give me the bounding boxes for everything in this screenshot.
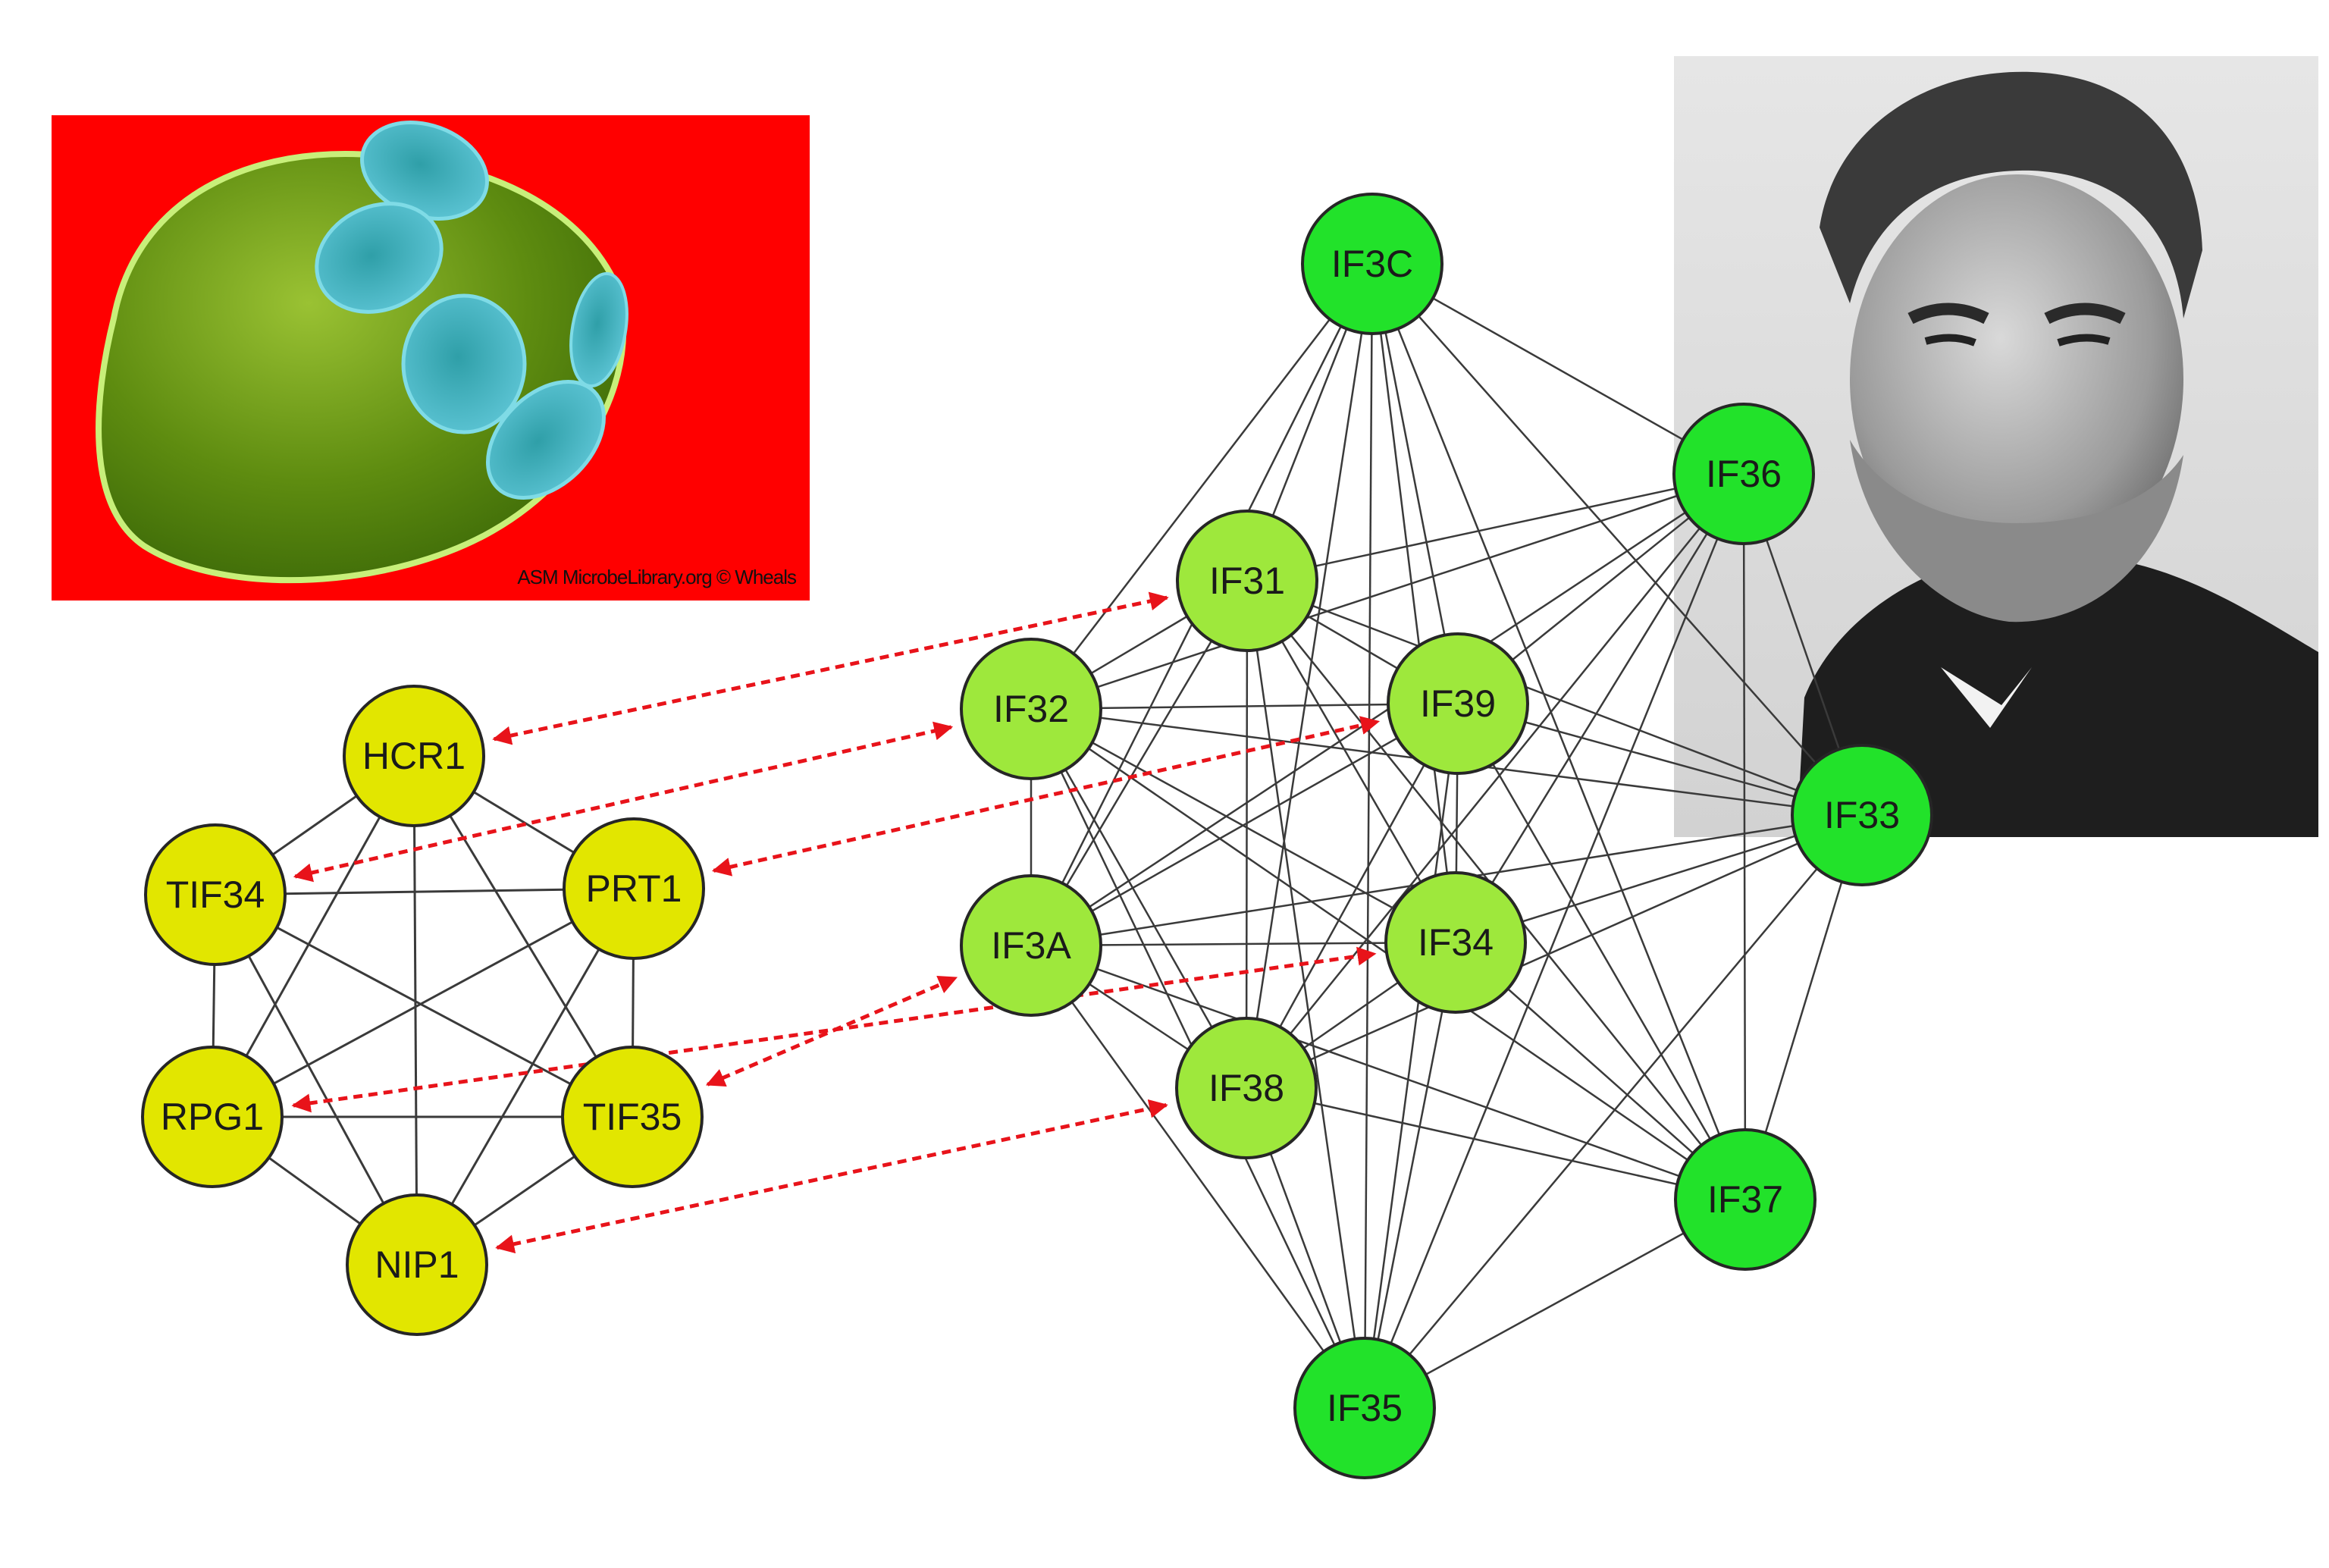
node-circle <box>1301 193 1443 335</box>
node-nip1: NIP1 <box>346 1193 488 1336</box>
node-prt1: PRT1 <box>563 817 705 960</box>
node-circle <box>346 1193 488 1336</box>
ortholog-arrow <box>711 716 1381 877</box>
node-label: PRT1 <box>586 867 682 910</box>
node-circle <box>1175 1017 1318 1159</box>
node-if3c: IF3C <box>1301 193 1443 335</box>
network-edge <box>1245 580 1249 1089</box>
node-tif34: TIF34 <box>144 823 287 966</box>
portrait-coat <box>1797 561 2318 837</box>
ortholog-arrow <box>492 591 1169 745</box>
network-edge <box>1371 263 1459 704</box>
node-label: IF34 <box>1418 921 1494 964</box>
node-circle <box>563 817 705 960</box>
node-label: RPG1 <box>161 1096 264 1138</box>
network-edge <box>1030 944 1746 1201</box>
network-edge <box>1246 814 1863 1090</box>
node-circle <box>343 685 485 827</box>
network-edge <box>1456 703 1747 1200</box>
node-label: NIP1 <box>375 1243 459 1286</box>
yeast-bud <box>315 202 444 314</box>
node-label: IF3A <box>991 924 1071 967</box>
node-label: IF38 <box>1208 1067 1284 1109</box>
node-circle <box>1791 744 1933 886</box>
node-label: IF3C <box>1331 243 1413 285</box>
node-label: IF37 <box>1707 1178 1783 1221</box>
yeast-bud <box>401 293 527 434</box>
node-circle <box>1674 1128 1816 1271</box>
yeast-bud <box>569 271 628 388</box>
node-hcr1: HCR1 <box>343 685 485 827</box>
node-label: IF31 <box>1209 560 1285 602</box>
portrait-eyebrows <box>1907 303 2126 325</box>
network-edge <box>1030 472 1744 710</box>
node-label: IF36 <box>1706 453 1782 495</box>
node-circle <box>960 874 1102 1017</box>
portrait-collar <box>1941 667 2032 728</box>
node-tif35: TIF35 <box>561 1046 704 1188</box>
node-if35: IF35 <box>1293 1337 1436 1479</box>
network-edge <box>1246 579 1863 817</box>
node-circle <box>144 823 287 966</box>
network-edge <box>1363 263 1374 1409</box>
network-edge <box>1364 814 1863 1409</box>
network-edge <box>1742 473 1747 1200</box>
node-if36: IF36 <box>1672 403 1815 545</box>
node-label: IF39 <box>1420 682 1496 725</box>
node-if3a: IF3A <box>960 874 1102 1017</box>
network-edge <box>1030 263 1373 710</box>
node-circle <box>960 638 1102 780</box>
ortholog-arrow <box>293 721 954 883</box>
ortholog-arrow <box>495 1099 1168 1254</box>
portrait-beard <box>1850 440 2183 622</box>
node-circle <box>561 1046 704 1188</box>
node-label: IF32 <box>993 688 1069 730</box>
node-circle <box>141 1046 284 1188</box>
node-if33: IF33 <box>1791 744 1933 886</box>
node-circle <box>1293 1337 1436 1479</box>
node-circle <box>1176 510 1318 652</box>
node-if31: IF31 <box>1176 510 1318 652</box>
network-edge <box>1371 263 1457 943</box>
network-edge <box>1454 473 1745 943</box>
ortholog-arrows <box>291 591 1381 1254</box>
node-label: IF33 <box>1824 794 1900 836</box>
node-label: TIF34 <box>166 873 265 916</box>
node-circle <box>1384 871 1527 1014</box>
node-circle <box>1672 403 1815 545</box>
network-edge <box>1371 263 1863 816</box>
node-if37: IF37 <box>1674 1128 1816 1271</box>
network-edge <box>1363 942 1457 1409</box>
portrait-face <box>1850 174 2183 584</box>
ortholog-arrow <box>705 976 958 1087</box>
portrait-hair <box>1820 71 2202 319</box>
node-if38: IF38 <box>1175 1017 1318 1159</box>
node-label: TIF35 <box>583 1096 682 1138</box>
yeast-bud <box>486 380 606 500</box>
network-edge <box>1363 703 1459 1409</box>
micrograph-credit: ASM MicrobeLibrary.org © Wheals <box>517 566 797 588</box>
network-edge <box>412 755 418 1265</box>
node-if39: IF39 <box>1387 632 1529 775</box>
network-edge <box>1363 473 1745 1409</box>
node-label: IF35 <box>1327 1387 1403 1429</box>
network-edge <box>1364 1198 1746 1410</box>
node-if32: IF32 <box>960 638 1102 780</box>
node-if34: IF34 <box>1384 871 1527 1014</box>
node-label: HCR1 <box>362 735 465 777</box>
yeast-micrograph: ASM MicrobeLibrary.org © Wheals <box>52 115 810 601</box>
portrait-eyes <box>1924 334 2111 347</box>
network-edge <box>1246 472 1744 582</box>
node-circle <box>1387 632 1529 775</box>
network-edge <box>1030 945 1366 1409</box>
node-rpg1: RPG1 <box>141 1046 284 1188</box>
